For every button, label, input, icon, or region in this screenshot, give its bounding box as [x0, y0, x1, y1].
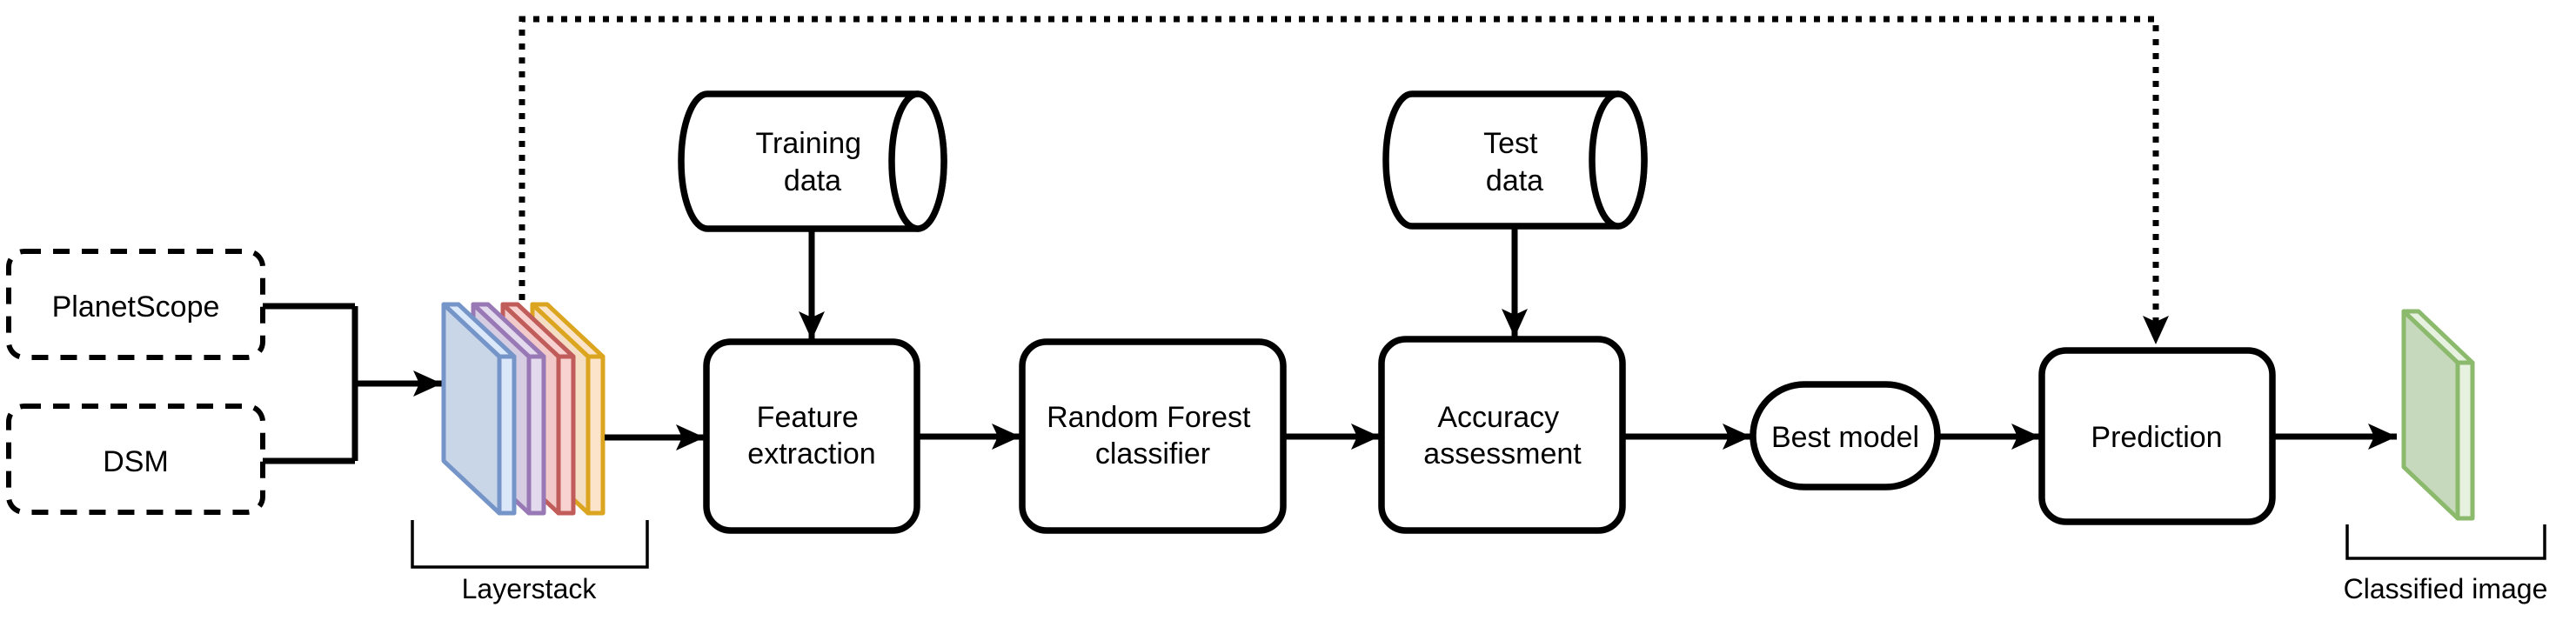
- layer-slab-blue: [441, 302, 517, 516]
- training-data-label: Training data: [755, 127, 869, 197]
- dsm-label: DSM: [103, 445, 169, 478]
- layer-orange-side-face: [585, 354, 606, 516]
- planetscope-label: PlanetScope: [52, 290, 220, 324]
- layer-blue-side-face: [497, 354, 517, 516]
- box-feature-extraction: [703, 338, 920, 534]
- planetscope-box: [6, 249, 265, 360]
- dsm-box: [6, 404, 265, 515]
- test-data-label: Test data: [1483, 127, 1546, 197]
- caption-layerstack: Layerstack: [462, 573, 598, 604]
- caption-classified-image: Classified image: [2344, 573, 2548, 604]
- cylinder-test-data: Test data: [1382, 90, 1648, 230]
- box-accuracy-assessment: [1378, 336, 1626, 534]
- layer-red-side-face: [556, 354, 576, 516]
- bracket-layerstack: [411, 520, 649, 569]
- layerstack-group: [441, 302, 606, 516]
- box-random-forest: [1019, 338, 1287, 534]
- prediction-label: Prediction: [2091, 421, 2222, 454]
- random-forest-label: Random Forest classifier: [1047, 401, 1259, 470]
- cylinder-training-data: Training data: [678, 90, 947, 232]
- training-cylinder-face: [888, 90, 947, 232]
- best-model-label: Best model: [1771, 421, 1919, 454]
- test-cylinder-face: [1589, 90, 1648, 230]
- output-green-side-face: [2455, 360, 2475, 521]
- accuracy-assessment-label: Accuracy assessment: [1423, 401, 1582, 470]
- output-green-front-face: [2401, 309, 2460, 521]
- arrow-layerstack-to-prediction-dotted: [519, 16, 2169, 344]
- layer-blue-front-face: [441, 302, 502, 516]
- output-layer-green: [2401, 309, 2475, 521]
- layer-purple-side-face: [526, 354, 546, 516]
- feature-extraction-label: Feature extraction: [747, 401, 875, 470]
- bracket-classified-image: [2345, 524, 2546, 560]
